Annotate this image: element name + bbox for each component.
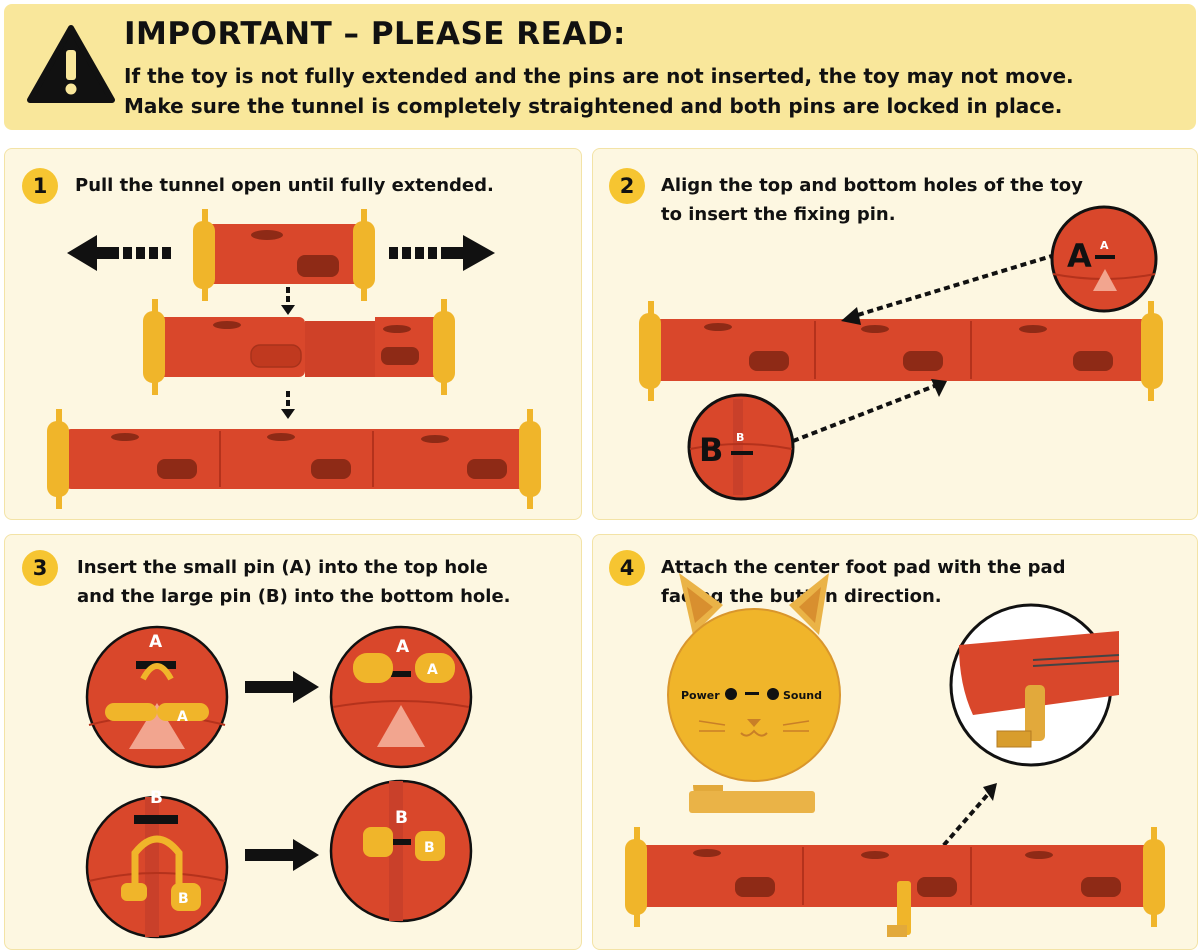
down-arrow-icon-2 (281, 391, 295, 419)
pin-a-before-label: A (149, 632, 163, 652)
pointer-arrow-icon-pad (983, 783, 997, 801)
warning-banner: IMPORTANT – PLEASE READ: If the toy is n… (4, 4, 1196, 130)
pin-b-before-tag: B (178, 891, 189, 907)
power-label: Power (681, 689, 720, 702)
pin-b-before-label: B (150, 788, 163, 808)
step-2-line-1: Align the top and bottom holes of the to… (661, 175, 1083, 196)
pin-a-after-tag: A (427, 662, 438, 678)
right-arrow-icon-b (245, 839, 319, 871)
pin-b-before: B B (85, 788, 229, 939)
pull-left-arrow-icon (67, 235, 171, 271)
pull-right-arrow-icon (389, 235, 495, 271)
step-2-text: Align the top and bottom holes of the to… (661, 171, 1083, 229)
step-1-panel: 1 Pull the tunnel open until fully exten… (4, 148, 582, 520)
banner-title: IMPORTANT – PLEASE READ: (124, 16, 626, 52)
pin-a-after-label: A (396, 637, 410, 657)
hole-a-mark: A (1100, 239, 1109, 252)
tunnel-with-foot-pad (625, 827, 1165, 937)
sound-button-icon (767, 688, 779, 700)
step-3-badge: 3 (22, 550, 58, 586)
half-extended-tunnel (143, 299, 455, 395)
cat-face-button-panel: Power Sound (667, 573, 841, 813)
sound-label: Sound (783, 689, 822, 702)
pin-a-after: A A (329, 625, 473, 769)
step-4-line-1: Attach the center foot pad with the pad (661, 557, 1066, 578)
step-3-text: Insert the small pin (A) into the top ho… (77, 553, 511, 611)
pin-b-after: B B (329, 779, 473, 923)
step-3-line-1: Insert the small pin (A) into the top ho… (77, 557, 488, 578)
step-2-panel: 2 Align the top and bottom holes of the … (592, 148, 1198, 520)
step-2-badge: 2 (609, 168, 645, 204)
hole-b-zoom: B B (687, 393, 795, 501)
warning-icon (27, 25, 115, 103)
step-4-badge: 4 (609, 550, 645, 586)
right-arrow-icon-a (245, 671, 319, 703)
foot-pad-zoom (949, 603, 1120, 767)
banner-line-2: Make sure the tunnel is completely strai… (124, 94, 1063, 118)
pin-b-after-label: B (395, 808, 408, 828)
extended-tunnel (639, 301, 1163, 401)
step-4-panel: 4 Attach the center foot pad with the pa… (592, 534, 1198, 950)
collapsed-tunnel (193, 209, 375, 301)
step-2-illustration: A A B B (639, 205, 1163, 501)
hole-b-mark: B (736, 431, 744, 444)
step-1-line-1: Pull the tunnel open until fully extende… (75, 175, 494, 196)
step-1-badge: 1 (22, 168, 58, 204)
step-1-text: Pull the tunnel open until fully extende… (75, 171, 494, 200)
fully-extended-tunnel (47, 409, 541, 509)
pin-b-after-tag: B (424, 840, 435, 856)
pin-a-before: A A (85, 625, 229, 769)
step-1-illustration (47, 209, 541, 509)
hole-a-label: A (1067, 237, 1092, 275)
step-3-line-2: and the large pin (B) into the bottom ho… (77, 586, 511, 607)
pointer-arrow-icon-a (841, 307, 861, 325)
pointer-arrow-icon-b (931, 379, 947, 397)
pin-a-before-tag: A (177, 709, 188, 725)
step-4-illustration: Power Sound (625, 573, 1165, 937)
step-2-line-2: to insert the fixing pin. (661, 204, 896, 225)
step-3-illustration: A A A A B B (85, 625, 473, 939)
banner-line-1: If the toy is not fully extended and the… (124, 64, 1074, 88)
step-3-panel: 3 Insert the small pin (A) into the top … (4, 534, 582, 950)
hole-a-zoom: A A (1050, 205, 1158, 313)
hole-b-label: B (699, 431, 723, 469)
power-button-icon (725, 688, 737, 700)
down-arrow-icon-1 (281, 287, 295, 315)
